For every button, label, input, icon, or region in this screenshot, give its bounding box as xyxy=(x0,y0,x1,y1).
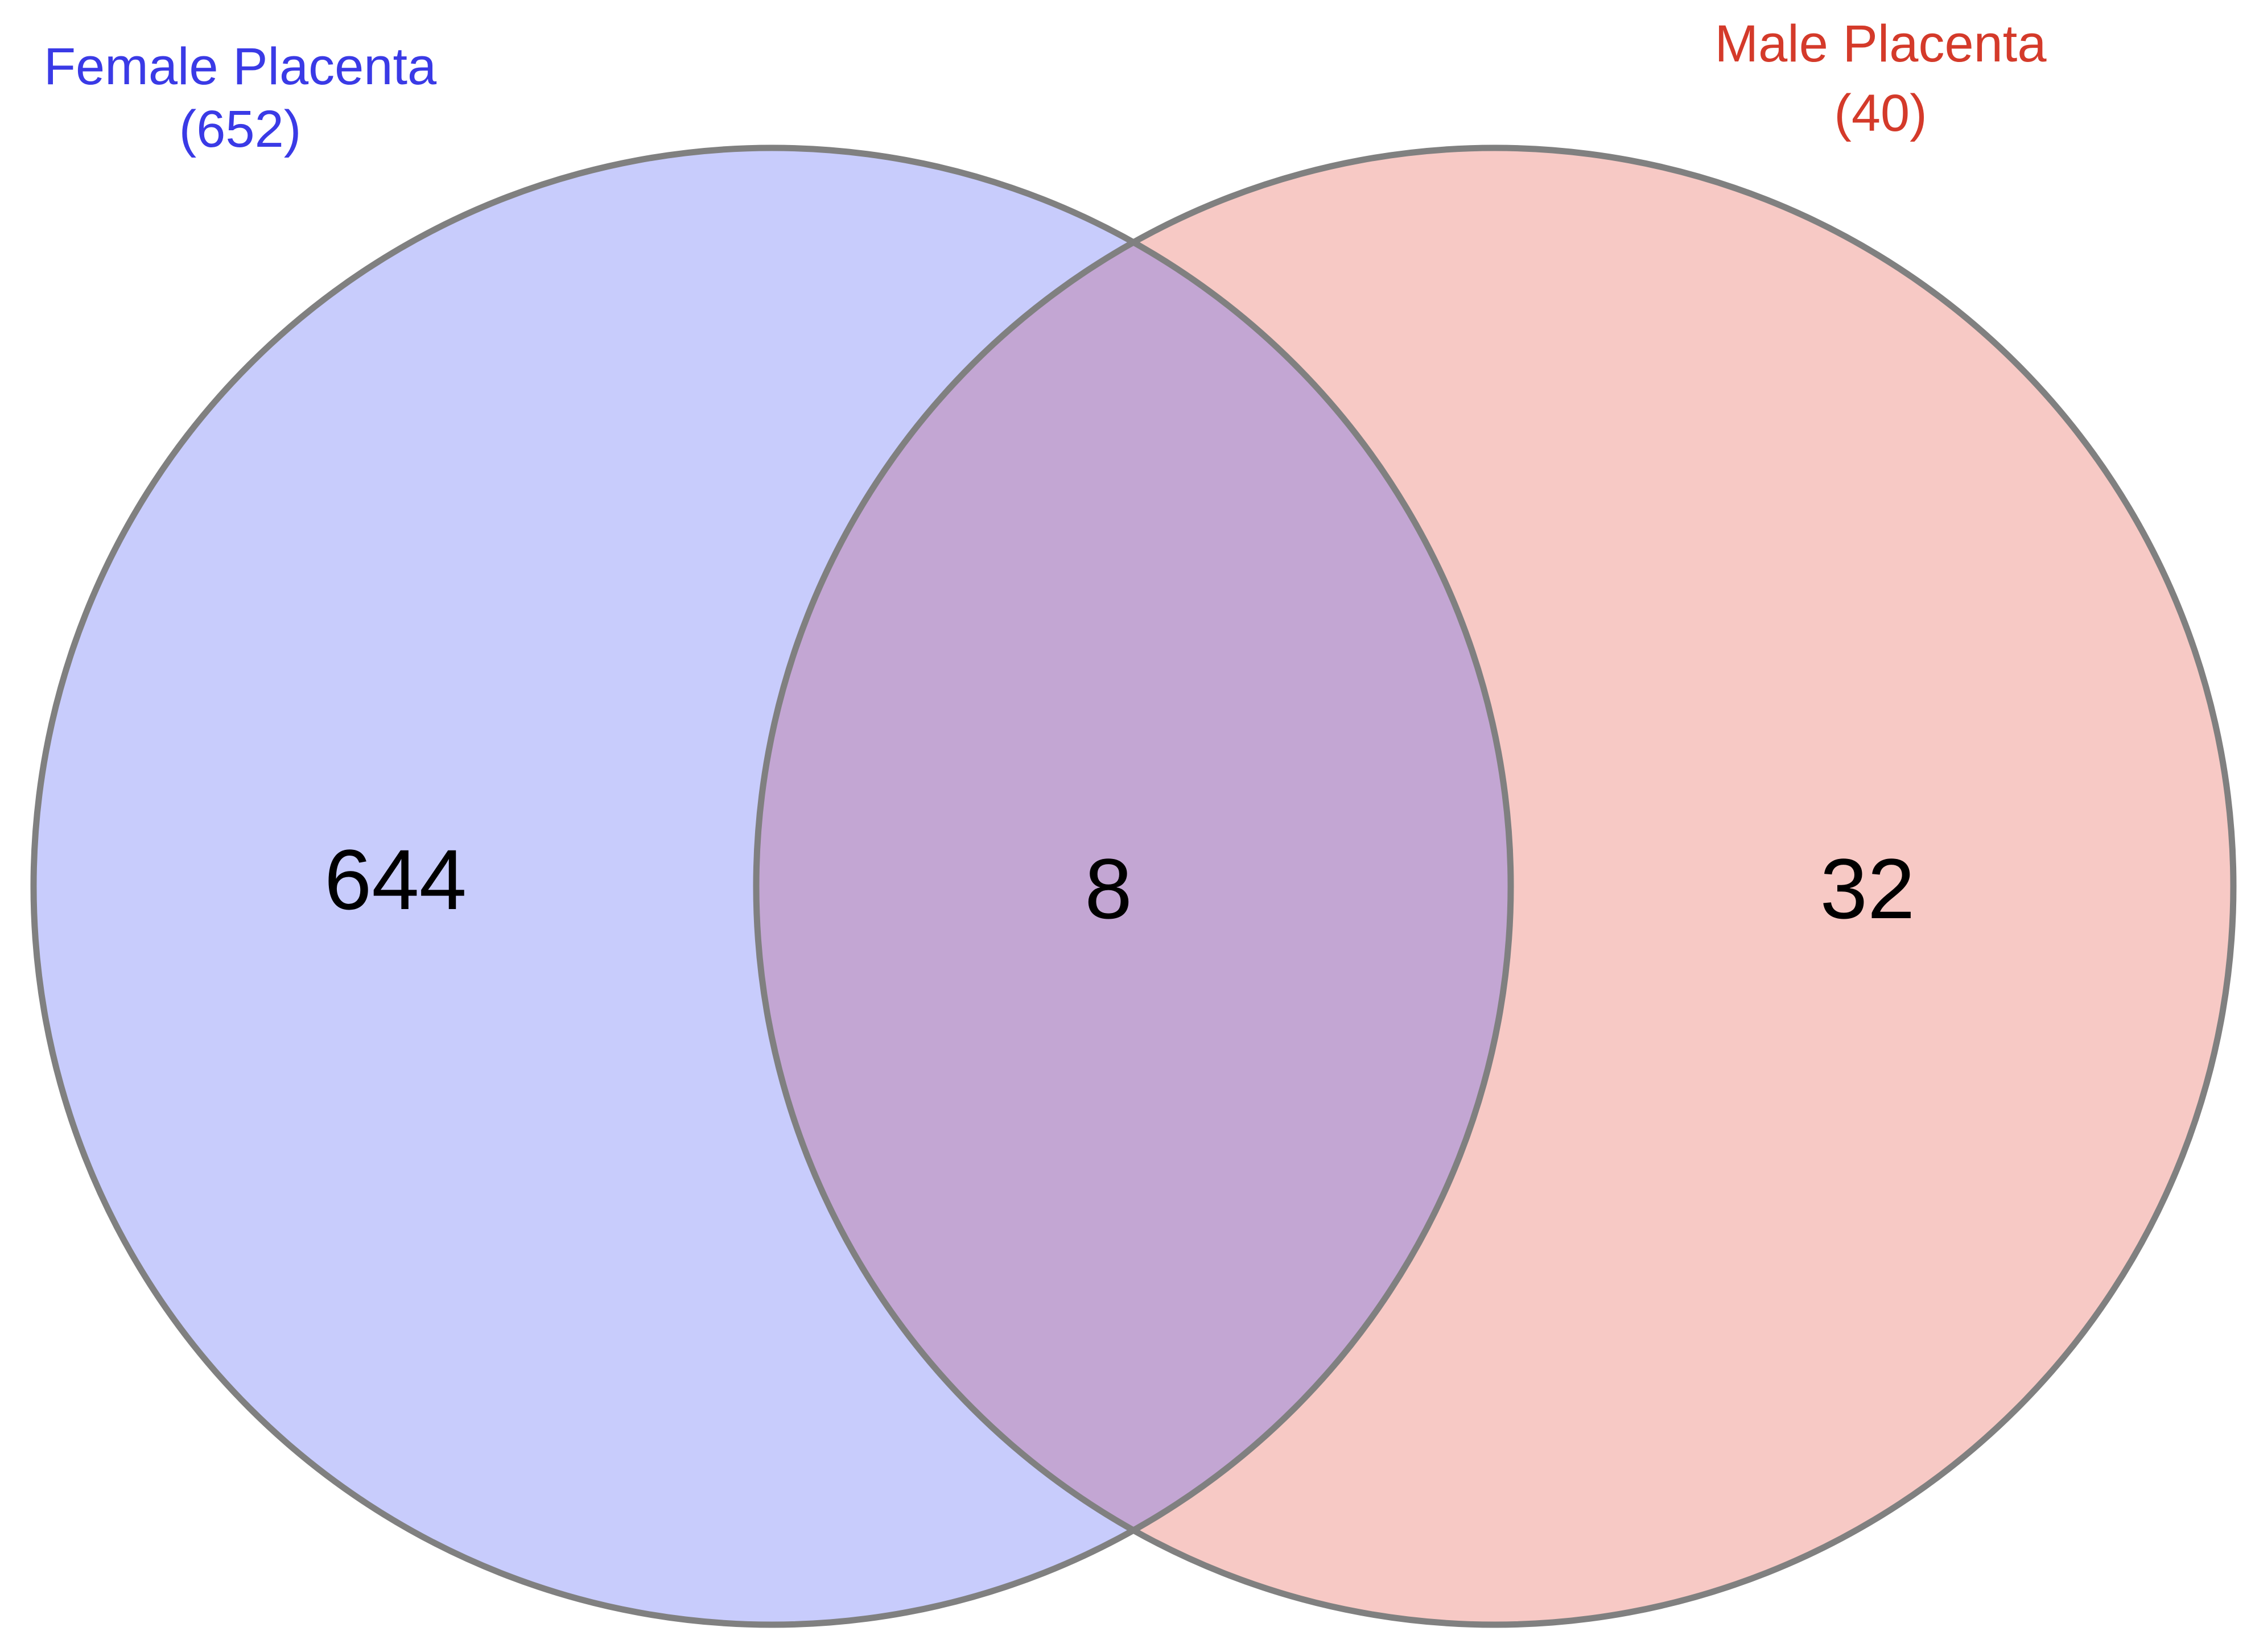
male-placenta-outline xyxy=(753,144,2237,1628)
female-placenta-outline xyxy=(30,144,1514,1628)
female-placenta-label: Female Placenta xyxy=(44,38,437,96)
male-placenta-label: Male Placenta xyxy=(1715,15,2047,73)
male-only-count: 32 xyxy=(1820,841,1915,936)
overlap-count: 8 xyxy=(1085,841,1132,936)
male-placenta-total: (40) xyxy=(1834,84,1927,142)
overlap-region xyxy=(756,148,1511,1625)
female-placenta-total: (652) xyxy=(179,100,302,158)
female-only-count: 644 xyxy=(324,832,467,927)
